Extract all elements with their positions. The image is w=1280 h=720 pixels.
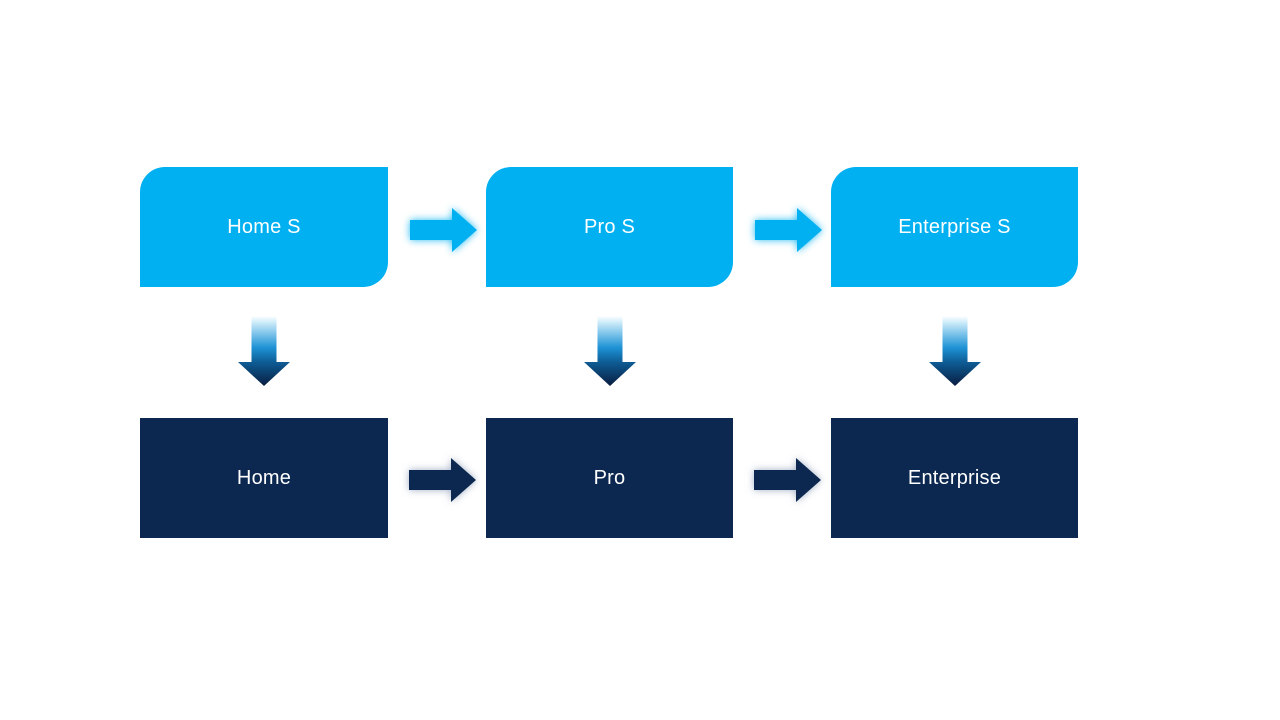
box-home: Home xyxy=(140,418,388,538)
down-arrow-shape xyxy=(238,316,290,386)
box-pro-s: Pro S xyxy=(486,167,733,287)
right-arrow-icon xyxy=(409,458,476,502)
down-arrow-icon xyxy=(584,316,636,386)
down-arrow-shape xyxy=(584,316,636,386)
box-pro: Pro xyxy=(486,418,733,538)
box-pro-label: Pro xyxy=(593,466,626,489)
right-arrow-shape xyxy=(409,458,476,502)
box-home-s-label: Home S xyxy=(227,215,301,238)
down-arrow-icon xyxy=(238,316,290,386)
box-enterprise-s: Enterprise S xyxy=(831,167,1078,287)
right-arrow-shape xyxy=(410,208,477,252)
right-arrow-shape xyxy=(754,458,821,502)
right-arrow-shape xyxy=(755,208,822,252)
box-home-label: Home xyxy=(236,466,292,489)
right-arrow-icon xyxy=(755,208,822,252)
down-arrow-shape xyxy=(929,316,981,386)
box-enterprise-label: Enterprise xyxy=(907,466,1002,489)
box-home-s: Home S xyxy=(140,167,388,287)
box-pro-s-label: Pro S xyxy=(583,215,636,238)
down-arrow-icon xyxy=(929,316,981,386)
right-arrow-icon xyxy=(410,208,477,252)
right-arrow-icon xyxy=(754,458,821,502)
box-enterprise: Enterprise xyxy=(831,418,1078,538)
box-enterprise-s-label: Enterprise S xyxy=(898,215,1011,238)
